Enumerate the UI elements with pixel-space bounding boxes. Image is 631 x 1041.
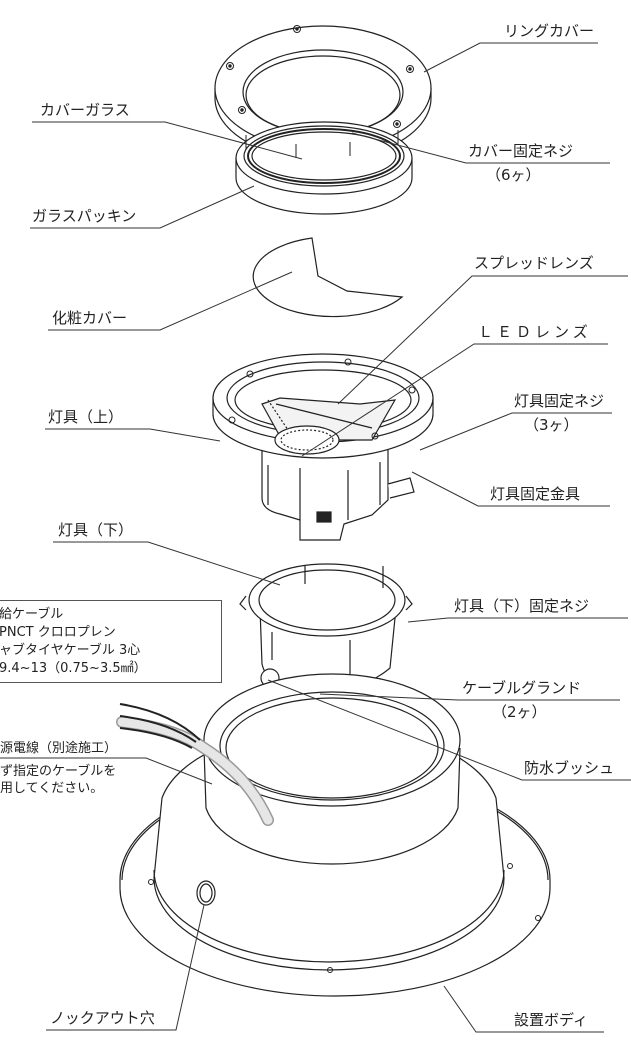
fixture-upper-part <box>212 353 434 541</box>
power-wire-note-1: ず指定のケーブルを <box>0 764 117 779</box>
label-fixture-lower-screw: 灯具（下）固定ネジ <box>454 597 590 615</box>
label-fixture-screw: 灯具固定ネジ <box>514 392 605 410</box>
cable-spec-line-1: 給ケーブル <box>0 607 64 622</box>
cable-spec-line-3: ャブタイヤケーブル 3心 <box>0 643 141 658</box>
label-cover-screw: カバー固定ネジ <box>468 142 574 160</box>
label-spread-lens: スプレッドレンズ <box>474 254 594 272</box>
leader-lines <box>0 42 631 1033</box>
label-led-lens: ＬＥＤレンズ <box>478 323 592 341</box>
install-body-part <box>119 673 551 997</box>
cover-glass-part <box>235 121 413 215</box>
label-fixture-screw-qty: （3ヶ） <box>524 416 579 434</box>
label-cable-gland-qty: （2ヶ） <box>492 703 547 721</box>
label-fixture-bracket: 灯具固定金具 <box>490 485 581 503</box>
label-fixture-lower: 灯具（下） <box>58 521 134 539</box>
cover-screws <box>245 130 399 158</box>
cable-spec-box: 給ケーブル PNCT クロロプレン ャブタイヤケーブル 3心 9.4~13（0.… <box>0 600 222 683</box>
label-cover-screw-qty: （6ヶ） <box>486 166 541 184</box>
power-cable <box>116 703 274 826</box>
power-wire-note-2: 用してください。 <box>0 781 104 796</box>
power-wire-label: 源電線（別途施工） <box>0 741 118 756</box>
label-glass-packing: ガラスパッキン <box>32 207 137 225</box>
cosmetic-cover-part <box>252 237 404 318</box>
label-cosmetic-cover: 化粧カバー <box>52 309 128 327</box>
label-ring-cover: リングカバー <box>504 22 595 40</box>
label-waterproof-bush: 防水ブッシュ <box>524 759 615 777</box>
label-cable-gland: ケーブルグランド <box>462 679 582 697</box>
label-fixture-upper: 灯具（上） <box>48 408 124 426</box>
fixture-lower-part <box>239 563 413 704</box>
cable-spec-line-2: PNCT クロロプレン <box>0 625 116 640</box>
label-knockout-hole: ノックアウト穴 <box>50 1009 155 1027</box>
label-cover-glass: カバーガラス <box>40 101 130 119</box>
cable-spec-line-4: 9.4~13（0.75~3.5㎟） <box>0 661 147 676</box>
label-install-body: 設置ボディ <box>514 1011 588 1029</box>
